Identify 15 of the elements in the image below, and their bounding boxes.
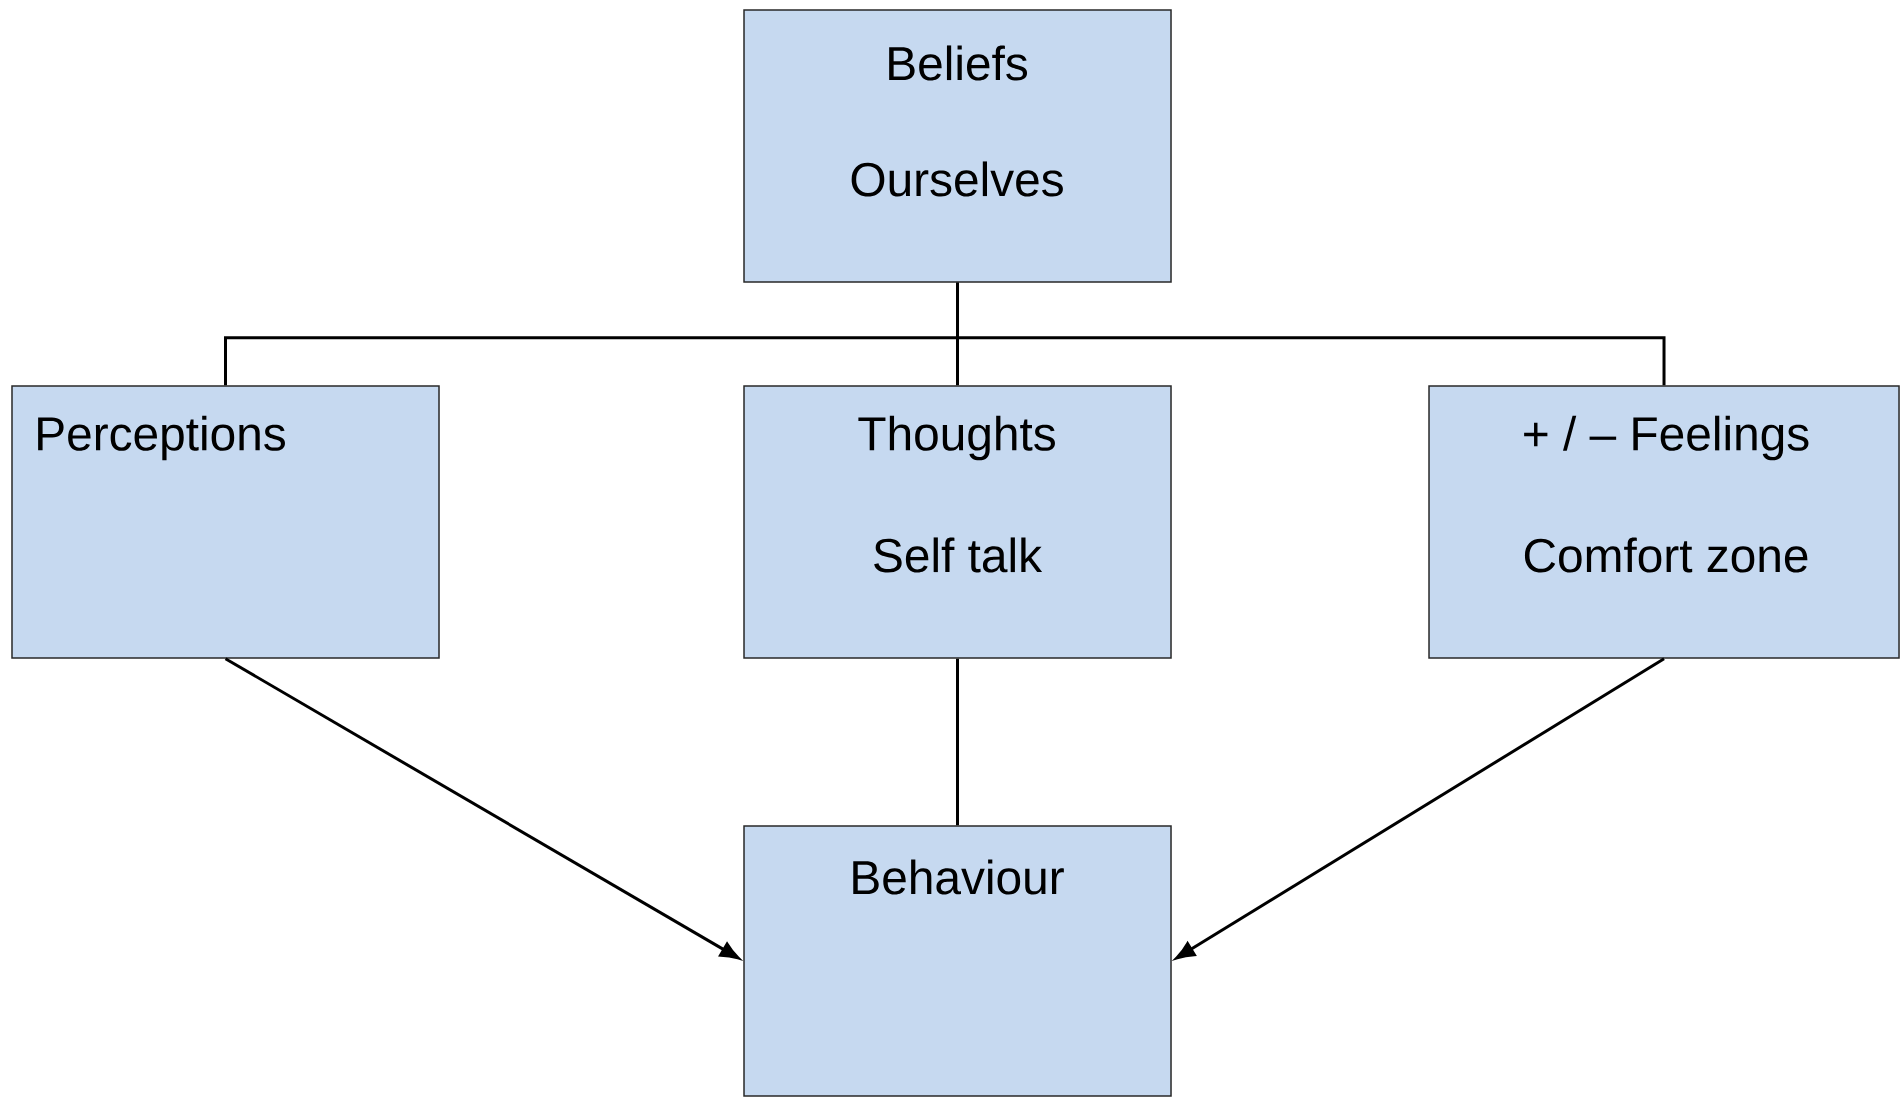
box-text: Ourselves bbox=[851, 161, 1063, 197]
box-text: Self talk bbox=[874, 537, 1043, 573]
box-text: Behaviour bbox=[853, 859, 1064, 895]
connector-line bbox=[956, 282, 1666, 386]
box-text: Beliefs bbox=[889, 45, 1028, 81]
box-text: Perceptions bbox=[38, 415, 285, 461]
connector-line bbox=[956, 658, 959, 826]
process-box bbox=[11, 385, 440, 659]
box-text: + / – Feelings bbox=[1524, 415, 1809, 461]
process-box bbox=[743, 385, 1172, 659]
box-text: Comfort zone bbox=[1524, 537, 1808, 573]
process-box bbox=[1428, 385, 1900, 659]
process-box bbox=[743, 825, 1172, 1097]
process-box bbox=[743, 9, 1172, 283]
box-text: Thoughts bbox=[858, 415, 1055, 461]
